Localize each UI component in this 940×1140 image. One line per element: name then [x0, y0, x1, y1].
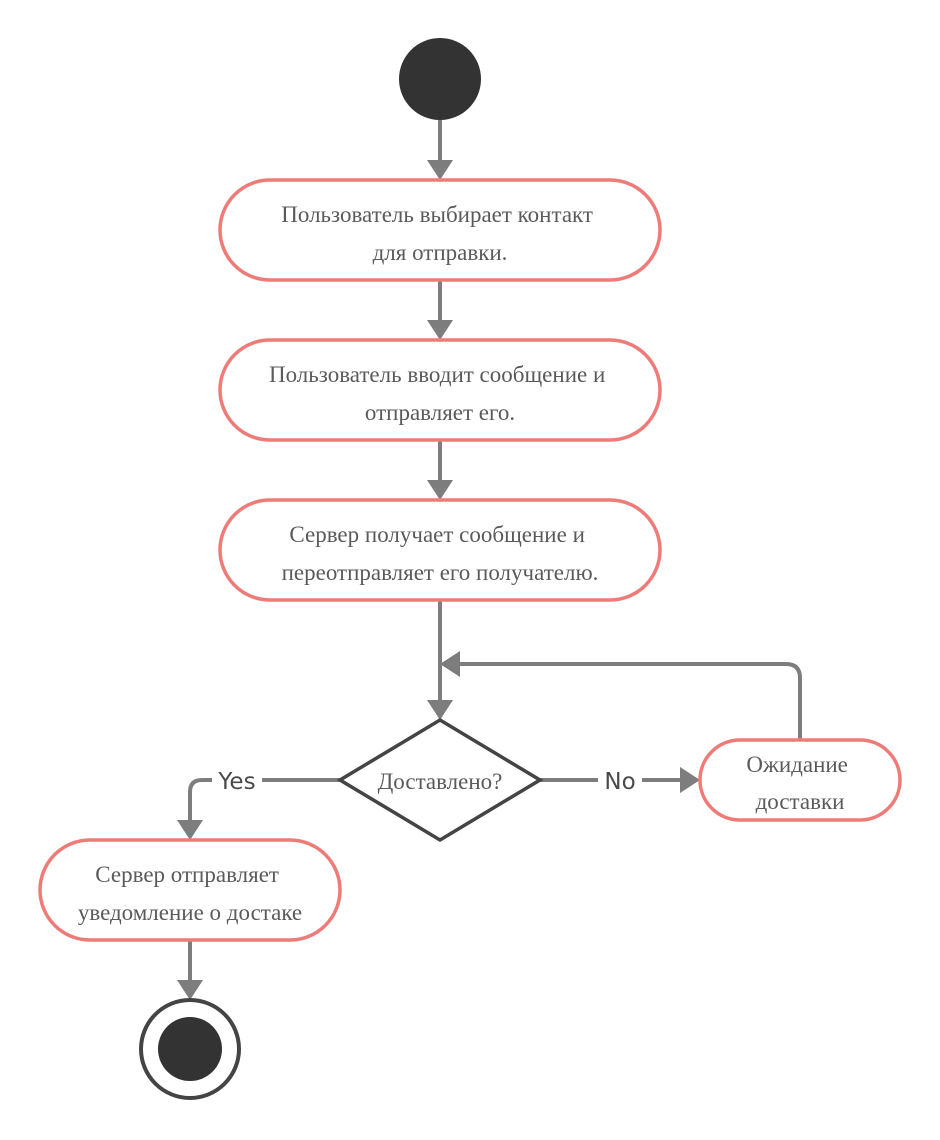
- action-enter-message-shape: [218, 338, 662, 442]
- arrowhead-action2: [427, 320, 453, 340]
- decision-delivered-label: Доставлено?: [378, 769, 503, 794]
- action-wait-delivery: Ожидание доставки: [698, 738, 902, 822]
- action-send-notification-shape: [38, 838, 342, 942]
- action-enter-message-line-1: Пользователь вводит сообщение и: [269, 362, 605, 387]
- edge-label-yes: Yes: [217, 769, 255, 795]
- initial-node: [399, 38, 481, 120]
- action-send-notification-line-2: уведомление о достаке: [78, 900, 302, 925]
- action-server-forward-label: Сервер получает сообщение и переотправля…: [282, 522, 599, 585]
- decision-delivered: Доставлено?: [336, 717, 544, 843]
- action-select-contact-shape: [218, 178, 662, 282]
- action-server-forward: Сервер получает сообщение и переотправля…: [218, 498, 662, 602]
- decision-delivered-shape: [336, 717, 544, 843]
- action-wait-delivery-label: Ожидание доставки: [746, 752, 853, 814]
- action-send-notification-line-1: Сервер отправляет: [95, 862, 279, 887]
- action-select-contact: Пользователь выбирает контакт для отправ…: [218, 178, 662, 282]
- arrowhead-notify: [177, 820, 203, 840]
- action-enter-message-label: Пользователь вводит сообщение и отправля…: [269, 362, 611, 425]
- action-send-notification: Сервер отправляет уведомление о достаке: [38, 838, 342, 942]
- arrowhead-loop: [440, 651, 460, 677]
- arrowhead-end: [177, 980, 203, 1000]
- edge-wait-loop-back: [458, 662, 802, 740]
- action-server-forward-line-2: переотправляет его получателю.: [282, 560, 599, 585]
- arrowhead-decision: [427, 700, 453, 720]
- edges: [177, 118, 802, 1000]
- action-wait-delivery-shape: [698, 738, 902, 822]
- action-server-forward-line-1: Сервер получает сообщение и: [289, 522, 585, 547]
- arrowhead-wait: [680, 767, 700, 793]
- action-enter-message: Пользователь вводит сообщение и отправля…: [218, 338, 662, 442]
- edge-decision-to-notify: [188, 778, 340, 822]
- action-wait-delivery-line-1: Ожидание: [746, 752, 848, 777]
- action-select-contact-line-2: для отправки.: [373, 240, 508, 265]
- edge-label-no: No: [604, 769, 635, 795]
- arrowhead-action3: [427, 480, 453, 500]
- final-node: [139, 998, 241, 1100]
- action-send-notification-label: Сервер отправляет уведомление о достаке: [78, 862, 302, 925]
- action-enter-message-line-2: отправляет его.: [365, 400, 515, 425]
- action-select-contact-line-1: Пользователь выбирает контакт: [281, 202, 593, 227]
- action-server-forward-shape: [218, 498, 662, 602]
- action-select-contact-label: Пользователь выбирает контакт для отправ…: [281, 202, 598, 265]
- final-node-inner-dot: [158, 1017, 222, 1081]
- arrowhead-action1: [427, 160, 453, 180]
- action-wait-delivery-line-2: доставки: [756, 789, 845, 814]
